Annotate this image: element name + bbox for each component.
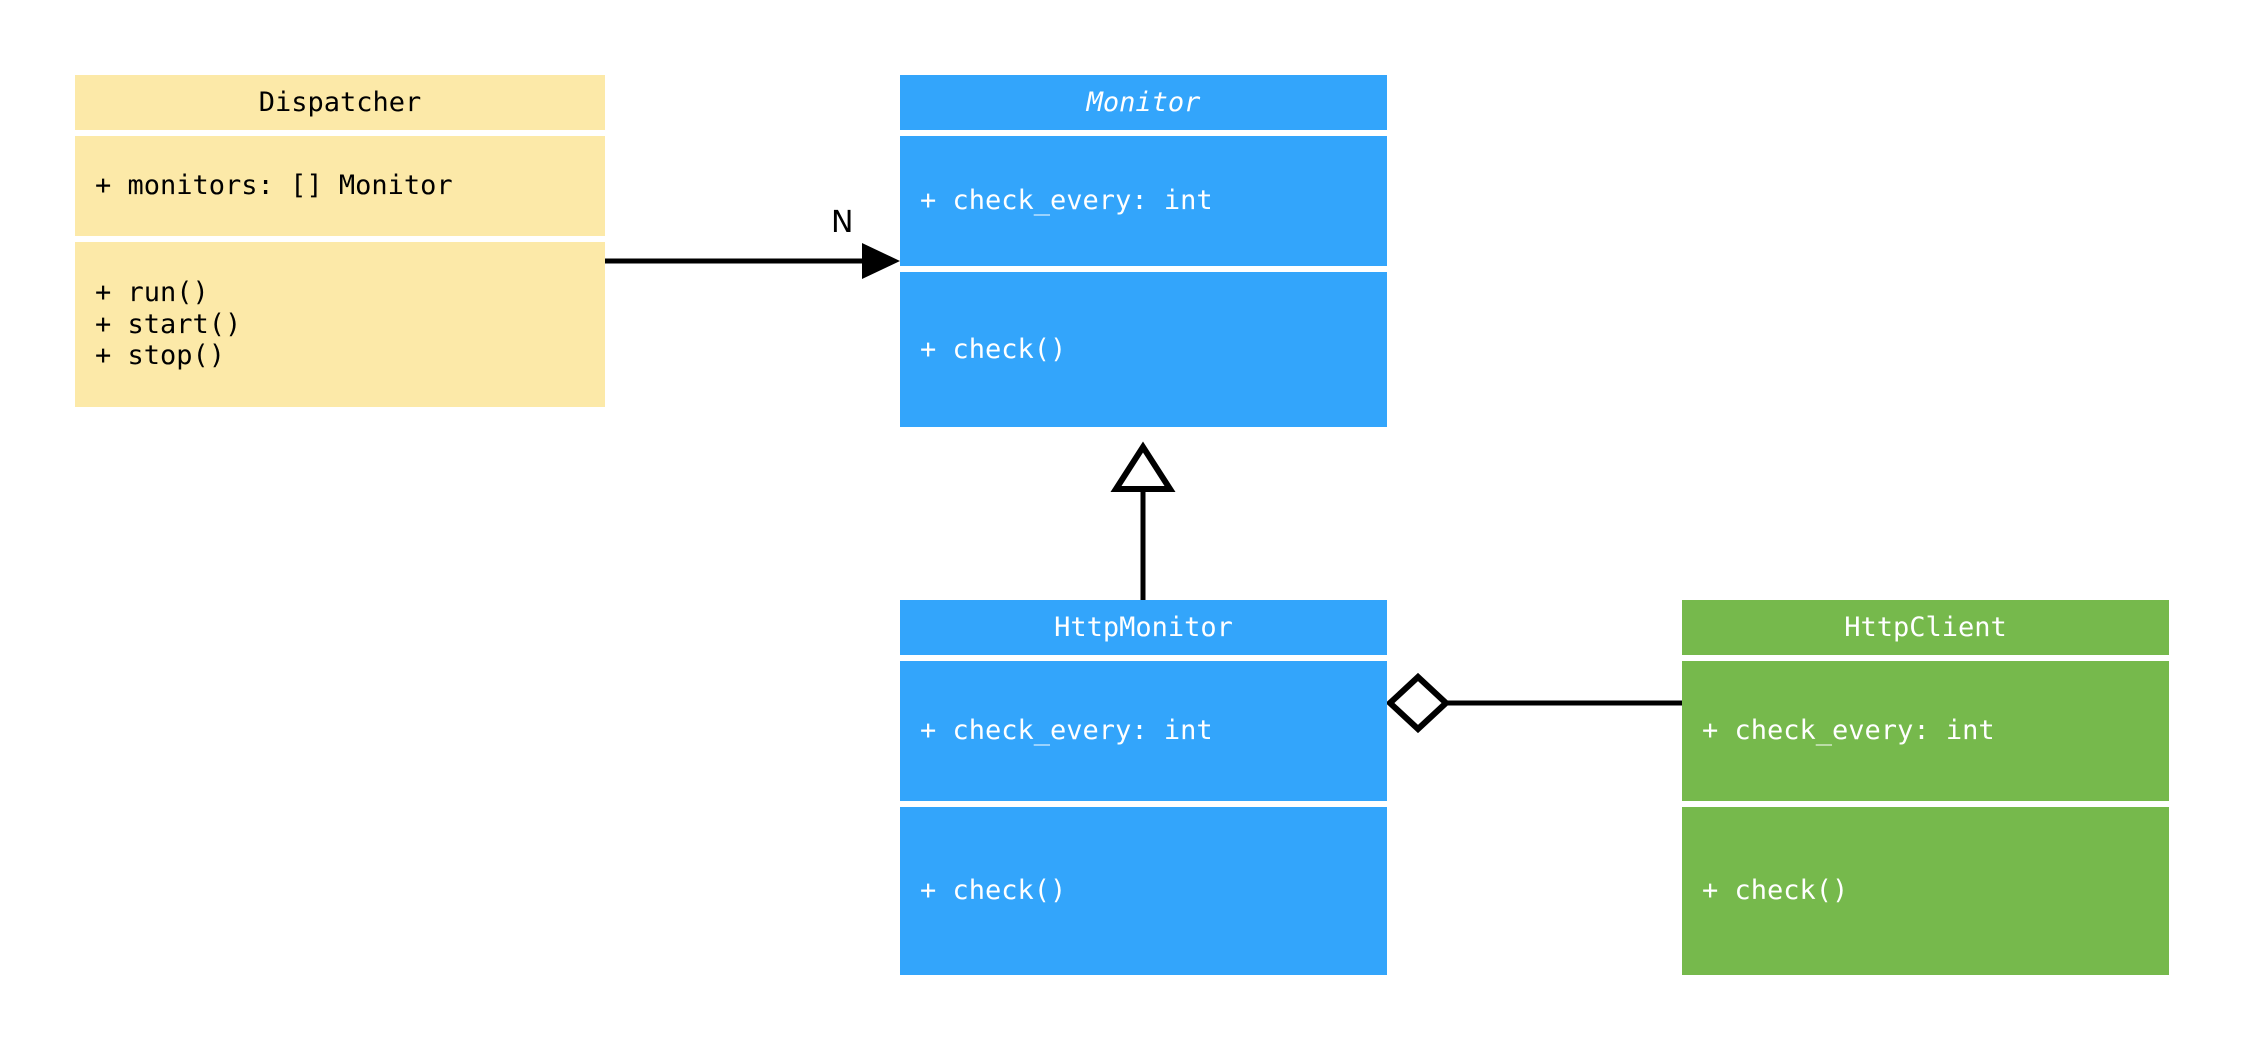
edge-httpmonitor-to-monitor	[1110, 441, 1176, 600]
method-row: + check()	[920, 333, 1067, 365]
attribute-row: + check_every: int	[920, 185, 1213, 217]
class-attributes-http-client: + check_every: int	[1682, 661, 2169, 801]
class-methods-monitor: + check()	[900, 272, 1387, 427]
class-attributes-monitor: + check_every: int	[900, 136, 1387, 266]
class-methods-http-client: + check()	[1682, 807, 2169, 975]
compartment-divider	[75, 236, 605, 242]
class-title-dispatcher: Dispatcher	[75, 75, 605, 130]
class-box-monitor[interactable]: Monitor + check_every: int + check()	[900, 75, 1387, 427]
hollow-diamond-icon	[1385, 672, 1451, 734]
attribute-row: + monitors: [] Monitor	[95, 170, 453, 202]
edge-httpmonitor-to-httpclient	[1385, 672, 1682, 734]
class-box-http-client[interactable]: HttpClient + check_every: int + check()	[1682, 600, 2169, 975]
class-methods-dispatcher: + run() + start() + stop()	[75, 242, 605, 407]
method-row: + run()	[95, 276, 209, 308]
compartment-divider	[1682, 655, 2169, 661]
method-row: + start()	[95, 308, 242, 340]
attribute-row: + check_every: int	[920, 715, 1213, 747]
edge-label-multiplicity: N	[831, 205, 854, 240]
method-row: + check()	[920, 875, 1067, 907]
edge-dispatcher-to-monitor	[605, 243, 900, 279]
class-attributes-dispatcher: + monitors: [] Monitor	[75, 136, 605, 236]
class-box-dispatcher[interactable]: Dispatcher + monitors: [] Monitor + run(…	[75, 75, 605, 407]
method-row: + stop()	[95, 340, 226, 372]
class-methods-http-monitor: + check()	[900, 807, 1387, 975]
class-title-http-monitor: HttpMonitor	[900, 600, 1387, 655]
compartment-divider	[900, 801, 1387, 807]
hollow-triangle-icon	[1110, 441, 1176, 492]
method-row: + check()	[1702, 875, 1849, 907]
class-title-http-client: HttpClient	[1682, 600, 2169, 655]
compartment-divider	[75, 130, 605, 136]
class-title-monitor: Monitor	[900, 75, 1387, 130]
compartment-divider	[900, 130, 1387, 136]
attribute-row: + check_every: int	[1702, 715, 1995, 747]
compartment-divider	[900, 655, 1387, 661]
class-box-http-monitor[interactable]: HttpMonitor + check_every: int + check()	[900, 600, 1387, 975]
compartment-divider	[900, 266, 1387, 272]
open-arrow-icon	[862, 243, 900, 279]
class-attributes-http-monitor: + check_every: int	[900, 661, 1387, 801]
compartment-divider	[1682, 801, 2169, 807]
